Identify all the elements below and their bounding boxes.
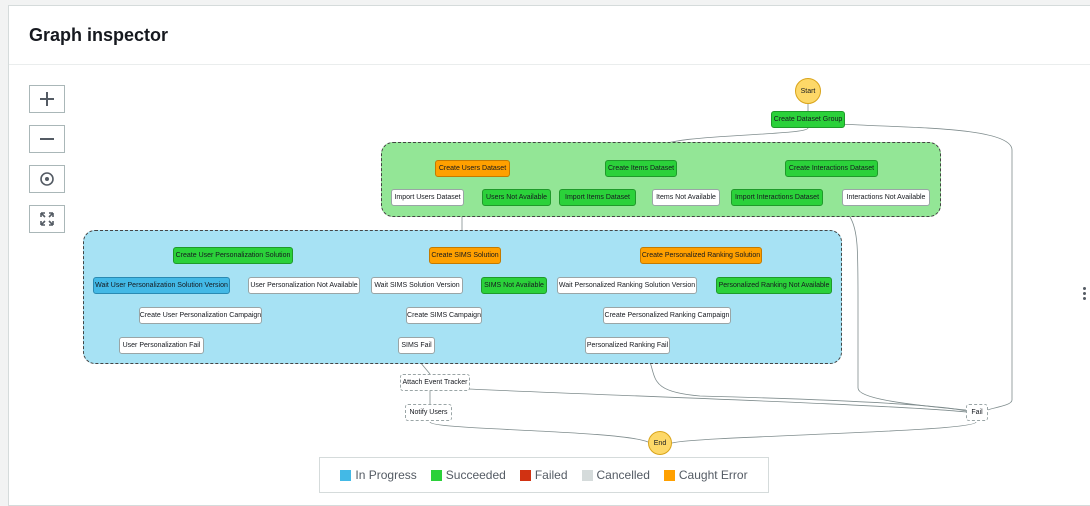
node-sims-not-available[interactable]: SIMS Not Available	[481, 277, 547, 294]
legend-item-in-progress: In Progress	[340, 468, 417, 482]
caught-error-swatch	[663, 469, 675, 481]
status-legend: In Progress Succeeded Failed Cancelled C…	[319, 457, 769, 493]
panel-title: Graph inspector	[29, 25, 169, 45]
node-create-sims-campaign[interactable]: Create SIMS Campaign	[406, 307, 482, 324]
zoom-out-button[interactable]	[29, 125, 65, 153]
node-user-personalization-fail[interactable]: User Personalization Fail	[119, 337, 204, 354]
plus-icon	[40, 92, 54, 106]
legend-label: Succeeded	[445, 468, 506, 482]
node-personalized-ranking-fail[interactable]: Personalized Ranking Fail	[585, 337, 670, 354]
resize-handle-icon[interactable]	[1083, 287, 1087, 303]
legend-label: In Progress	[355, 468, 417, 482]
node-attach-event-tracker[interactable]: Attach Event Tracker	[400, 374, 470, 391]
succeeded-swatch	[430, 469, 442, 481]
cancelled-swatch	[581, 469, 593, 481]
legend-label: Failed	[534, 468, 568, 482]
fit-screen-icon	[40, 212, 54, 226]
node-wait-personalized-ranking-solution-version[interactable]: Wait Personalized Ranking Solution Versi…	[557, 277, 697, 294]
node-create-items-dataset[interactable]: Create Items Dataset	[605, 160, 677, 177]
legend-item-succeeded: Succeeded	[430, 468, 506, 482]
node-import-items-dataset[interactable]: Import Items Dataset	[559, 189, 636, 206]
end-node[interactable]: End	[648, 431, 672, 455]
node-create-user-personalization-solution[interactable]: Create User Personalization Solution	[173, 247, 293, 264]
legend-label: Cancelled	[596, 468, 650, 482]
node-interactions-not-available[interactable]: Interactions Not Available	[842, 189, 930, 206]
node-import-users-dataset[interactable]: Import Users Dataset	[391, 189, 464, 206]
node-import-interactions-dataset[interactable]: Import Interactions Dataset	[731, 189, 823, 206]
node-wait-sims-solution-version[interactable]: Wait SIMS Solution Version	[371, 277, 463, 294]
node-wait-user-personalization-solution-version[interactable]: Wait User Personalization Solution Versi…	[93, 277, 230, 294]
legend-item-caught-error: Caught Error	[663, 468, 748, 482]
node-personalized-ranking-not-available[interactable]: Personalized Ranking Not Available	[716, 277, 832, 294]
zoom-in-button[interactable]	[29, 85, 65, 113]
node-items-not-available[interactable]: Items Not Available	[652, 189, 720, 206]
panel-header: Graph inspector	[9, 6, 1090, 65]
node-sims-fail[interactable]: SIMS Fail	[398, 337, 435, 354]
legend-label: Caught Error	[678, 468, 748, 482]
center-target-icon	[40, 172, 54, 186]
fit-to-screen-button[interactable]	[29, 205, 65, 233]
node-create-interactions-dataset[interactable]: Create Interactions Dataset	[785, 160, 878, 177]
center-button[interactable]	[29, 165, 65, 193]
node-fail[interactable]: Fail	[966, 404, 988, 421]
failed-swatch	[519, 469, 531, 481]
node-create-dataset-group[interactable]: Create Dataset Group	[771, 111, 845, 128]
node-notify-users[interactable]: Notify Users	[405, 404, 452, 421]
minus-icon	[40, 138, 54, 140]
node-create-users-dataset[interactable]: Create Users Dataset	[435, 160, 510, 177]
start-node[interactable]: Start	[795, 78, 821, 104]
node-create-sims-solution[interactable]: Create SIMS Solution	[429, 247, 501, 264]
node-create-user-personalization-campaign[interactable]: Create User Personalization Campaign	[139, 307, 262, 324]
in-progress-swatch	[340, 469, 352, 481]
legend-item-failed: Failed	[519, 468, 568, 482]
legend-item-cancelled: Cancelled	[581, 468, 650, 482]
node-create-personalized-ranking-campaign[interactable]: Create Personalized Ranking Campaign	[603, 307, 731, 324]
node-create-personalized-ranking-solution[interactable]: Create Personalized Ranking Solution	[640, 247, 762, 264]
node-users-not-available[interactable]: Users Not Available	[482, 189, 551, 206]
node-user-personalization-not-available[interactable]: User Personalization Not Available	[248, 277, 360, 294]
